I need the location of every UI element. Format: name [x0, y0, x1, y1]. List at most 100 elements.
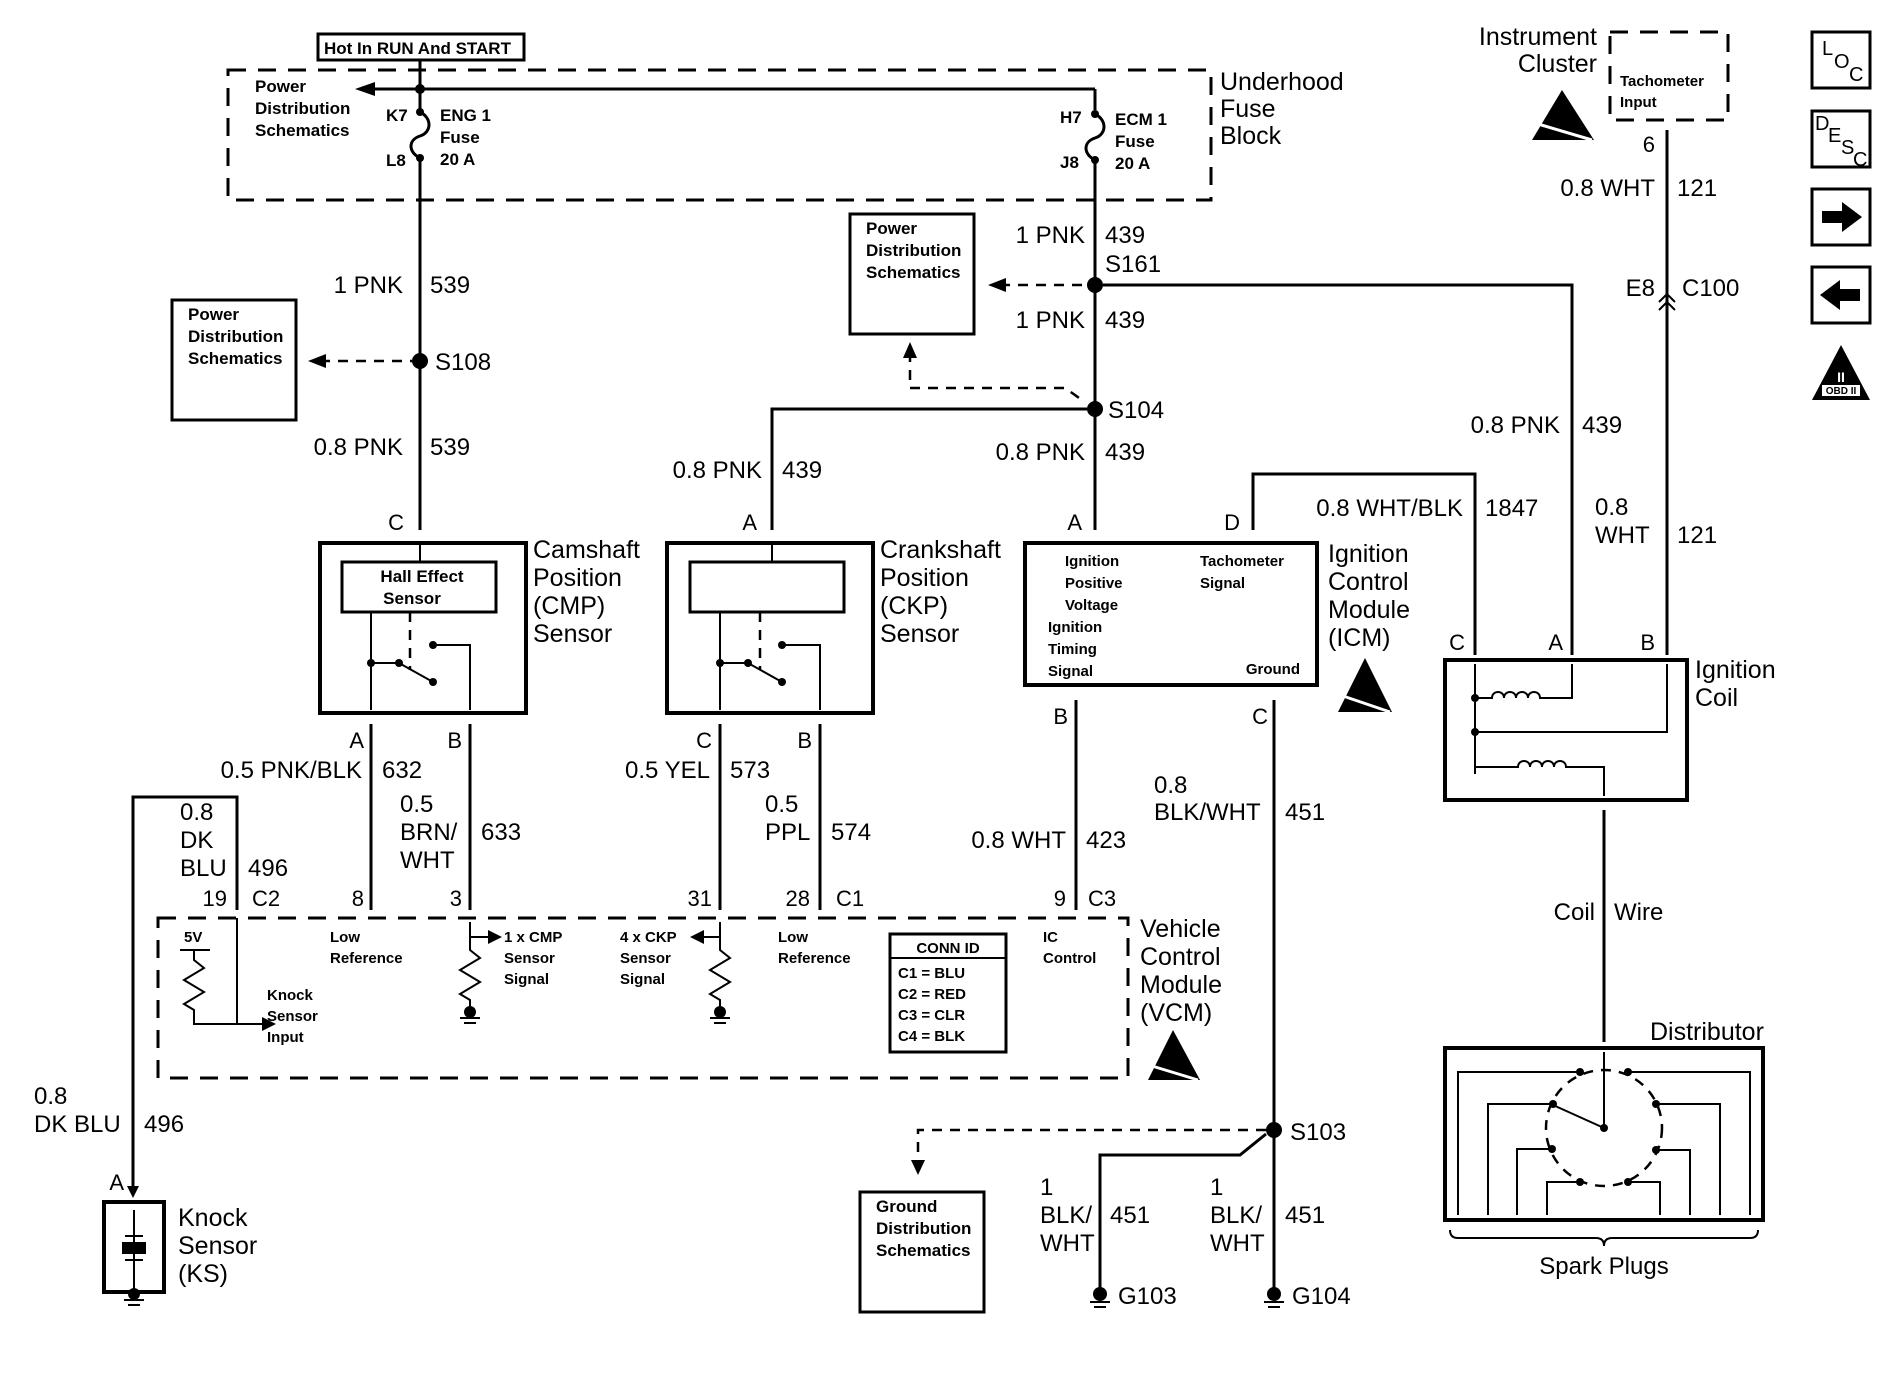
svg-text:(VCM): (VCM)	[1140, 999, 1212, 1027]
svg-text:Power: Power	[866, 219, 917, 238]
ground-g104-icon	[1264, 1287, 1284, 1308]
svg-text:L: L	[1822, 38, 1833, 60]
svg-text:Sensor: Sensor	[880, 620, 959, 648]
svg-text:WHT: WHT	[1040, 1230, 1095, 1257]
svg-text:20 A: 20 A	[440, 150, 475, 169]
description-button[interactable]: D E S C	[1810, 109, 1872, 171]
svg-text:Wire: Wire	[1614, 899, 1663, 926]
svg-text:WHT: WHT	[400, 847, 455, 874]
svg-text:Reference: Reference	[778, 950, 851, 967]
svg-text:BLK/: BLK/	[1210, 1202, 1262, 1229]
svg-text:451: 451	[1285, 1202, 1325, 1229]
svg-text:0.8: 0.8	[1154, 772, 1187, 799]
svg-text:Sensor: Sensor	[383, 589, 441, 608]
connector-id-table: CONN ID C1 = BLU C2 = RED C3 = CLR C4 = …	[888, 932, 1008, 1054]
obd-ii-button[interactable]: OBD II II	[1812, 345, 1870, 400]
svg-text:5V: 5V	[184, 929, 202, 946]
svg-text:Voltage: Voltage	[1065, 597, 1118, 614]
svg-text:Ignition: Ignition	[1328, 540, 1409, 568]
location-button[interactable]: L O C	[1810, 30, 1872, 90]
svg-text:S103: S103	[1290, 1119, 1346, 1146]
esd-warning-icon	[1338, 658, 1392, 714]
svg-text:Positive: Positive	[1065, 575, 1123, 592]
svg-text:H7: H7	[1060, 108, 1082, 127]
svg-text:A: A	[349, 728, 364, 753]
svg-text:B: B	[1640, 630, 1655, 655]
svg-text:Power: Power	[255, 77, 306, 96]
power-distribution-ref-mid[interactable]: Power Distribution Schematics	[848, 212, 976, 336]
svg-text:K7: K7	[386, 106, 408, 125]
svg-text:Schematics: Schematics	[866, 263, 961, 282]
next-page-button[interactable]	[1810, 187, 1872, 247]
svg-text:Distribution: Distribution	[876, 1219, 971, 1238]
ground-distribution-ref[interactable]: Ground Distribution Schematics	[858, 1190, 986, 1314]
svg-text:1 PNK: 1 PNK	[334, 272, 403, 299]
svg-text:0.5 YEL: 0.5 YEL	[625, 757, 710, 784]
splice-s161	[1087, 277, 1103, 293]
svg-text:S104: S104	[1108, 397, 1164, 424]
obd-ii-icon: OBD II II	[1812, 345, 1870, 400]
svg-text:Ground: Ground	[876, 1197, 937, 1216]
svg-text:439: 439	[1582, 412, 1622, 439]
svg-text:Sensor: Sensor	[178, 1232, 257, 1260]
previous-page-button[interactable]	[1810, 265, 1872, 325]
svg-text:Position: Position	[880, 564, 969, 592]
svg-text:Power: Power	[188, 305, 239, 324]
ground-g103-icon	[1090, 1287, 1110, 1308]
svg-text:451: 451	[1110, 1202, 1150, 1229]
esd-warning-icon	[1532, 90, 1594, 142]
svg-text:S: S	[1841, 137, 1854, 159]
svg-text:E: E	[1828, 125, 1841, 147]
splice-s108	[412, 353, 428, 369]
svg-text:C2 = RED: C2 = RED	[898, 986, 966, 1003]
svg-text:C: C	[696, 728, 712, 753]
circuit-539: 1 PNK 539 S108 0.8 PNK 539	[308, 158, 491, 530]
svg-text:0.8 WHT/BLK: 0.8 WHT/BLK	[1316, 495, 1463, 522]
svg-text:O: O	[1834, 51, 1850, 73]
svg-text:1: 1	[1210, 1174, 1223, 1201]
circuit-439: 1 PNK 439 S161 1 PNK 439 S104 0.8 PNK 43…	[673, 160, 1622, 655]
svg-text:C100: C100	[1682, 275, 1739, 302]
svg-text:121: 121	[1677, 175, 1717, 202]
svg-text:Signal: Signal	[1200, 575, 1245, 592]
svg-text:(ICM): (ICM)	[1328, 624, 1390, 652]
svg-text:BLK/: BLK/	[1040, 1202, 1092, 1229]
ground-circuit: S103 1 BLK/ WHT 451 1 BLK/ WHT 451 G103 …	[911, 1119, 1351, 1310]
svg-text:Distributor: Distributor	[1650, 1018, 1764, 1046]
svg-text:WHT: WHT	[1210, 1230, 1265, 1257]
power-distribution-ref-left[interactable]: Power Distribution Schematics	[170, 298, 298, 422]
svg-text:439: 439	[782, 457, 822, 484]
svg-text:L8: L8	[386, 151, 406, 170]
svg-text:633: 633	[481, 819, 521, 846]
distributor: Distributor Spark Plugs	[1443, 1018, 1765, 1280]
svg-text:1: 1	[1040, 1174, 1053, 1201]
svg-text:Knock: Knock	[267, 987, 314, 1004]
svg-text:Fuse: Fuse	[1115, 132, 1155, 151]
svg-text:Tachometer: Tachometer	[1620, 73, 1704, 90]
svg-text:WHT: WHT	[1595, 522, 1650, 549]
svg-text:6: 6	[1643, 132, 1655, 157]
svg-text:Sensor: Sensor	[267, 1008, 318, 1025]
svg-text:Reference: Reference	[330, 950, 403, 967]
arrow-to-power-distribution	[355, 82, 375, 96]
splice-s103	[1266, 1122, 1282, 1138]
svg-text:Underhood: Underhood	[1220, 68, 1344, 96]
svg-text:439: 439	[1105, 222, 1145, 249]
svg-text:B: B	[447, 728, 462, 753]
svg-text:Cluster: Cluster	[1518, 50, 1597, 78]
svg-text:A: A	[742, 510, 757, 535]
svg-text:Hot In RUN And START: Hot In RUN And START	[324, 39, 512, 58]
svg-text:573: 573	[730, 757, 770, 784]
svg-text:Low: Low	[778, 929, 808, 946]
svg-text:Control: Control	[1140, 943, 1221, 971]
svg-text:Distribution: Distribution	[188, 327, 283, 346]
svg-text:539: 539	[430, 434, 470, 461]
knock-sensor: A Knock Sensor (KS)	[102, 1170, 257, 1306]
svg-text:G104: G104	[1292, 1283, 1351, 1310]
svg-text:539: 539	[430, 272, 470, 299]
svg-text:BLU: BLU	[180, 855, 227, 882]
svg-text:0.8 PNK: 0.8 PNK	[314, 434, 403, 461]
svg-text:S161: S161	[1105, 251, 1161, 278]
svg-text:Timing: Timing	[1048, 641, 1097, 658]
